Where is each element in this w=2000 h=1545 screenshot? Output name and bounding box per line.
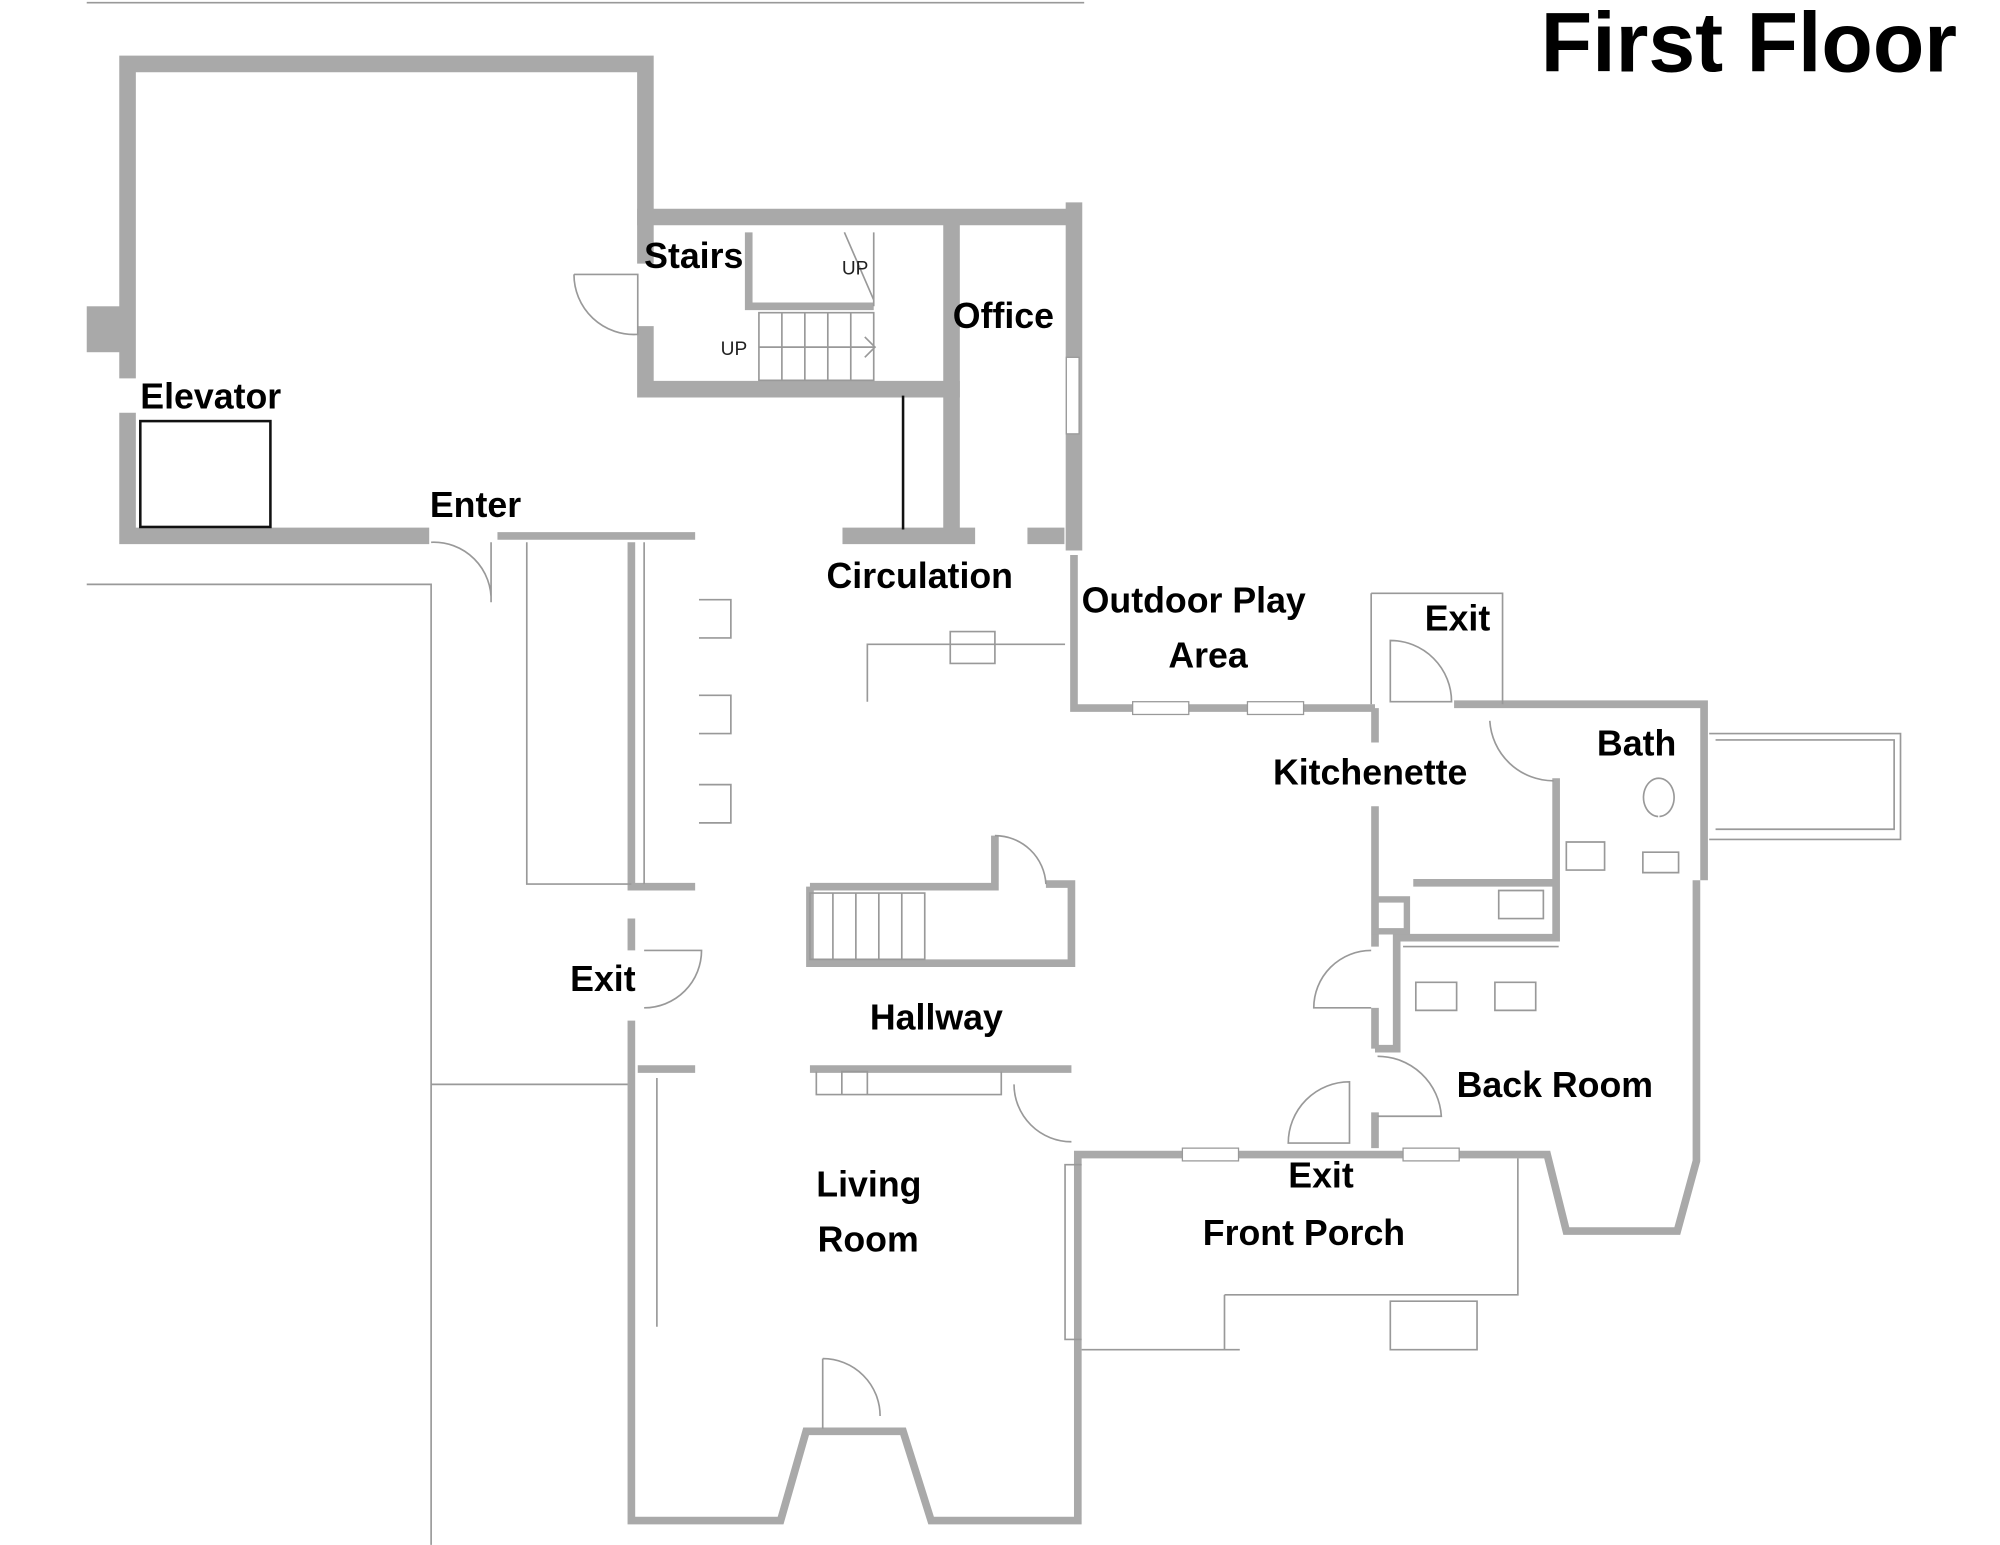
elevator-shaft [139, 419, 272, 529]
label-living: Living [816, 1165, 921, 1205]
label-back-room: Back Room [1457, 1065, 1653, 1105]
label-outdoor-play: Outdoor Play [1082, 580, 1306, 620]
label-hallway: Hallway [870, 998, 1003, 1038]
label-outdoor-play-area: Area [1168, 635, 1249, 675]
label-circulation: Circulation [827, 556, 1013, 596]
page-title: First Floor [1541, 0, 1957, 90]
door-swings [431, 273, 1554, 1429]
label-kitchenette: Kitchenette [1273, 753, 1467, 793]
site-lines [86, 1, 1085, 1545]
label-elevator: Elevator [140, 376, 281, 416]
fixtures [139, 231, 1902, 1351]
stair-markers: UP UP [721, 258, 869, 359]
label-enter: Enter [430, 485, 521, 525]
stair-up-marker: UP [721, 339, 748, 360]
label-bath: Bath [1597, 723, 1676, 763]
label-front-porch: Front Porch [1203, 1213, 1405, 1253]
walls [86, 55, 1708, 1525]
label-exit-top: Exit [1425, 598, 1491, 638]
label-exit-left: Exit [570, 959, 636, 999]
label-stairs: Stairs [644, 236, 743, 276]
label-exit-front: Exit [1288, 1156, 1354, 1196]
label-living-room: Room [818, 1219, 919, 1259]
room-labels: First Floor Stairs Office Elevator Enter… [140, 0, 1957, 1259]
stair-up-marker: UP [842, 258, 869, 279]
label-office: Office [953, 296, 1054, 336]
